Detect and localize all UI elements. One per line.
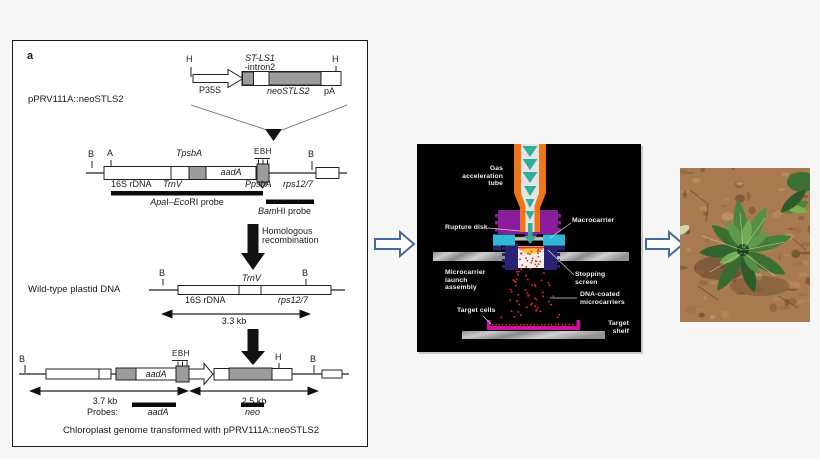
macrocarrier-holder-left xyxy=(493,234,515,246)
fragment-3-3kb: 3.3 kb xyxy=(221,316,247,326)
tobacco-seedling-image xyxy=(674,164,817,322)
plasmid-name: pPRV111A::neoSTLS2 xyxy=(28,94,124,105)
pa-label: pA xyxy=(324,86,336,96)
label-macrocarrier: Macrocarrier xyxy=(572,217,615,224)
probe-aada-label: aadA xyxy=(147,407,169,417)
site-h-left: H xyxy=(186,54,193,64)
site-h: H xyxy=(275,352,282,362)
label-target-shelf: Target shelf xyxy=(608,320,629,335)
panel-tag: a xyxy=(27,50,34,62)
rps-label: rps12/7 xyxy=(283,179,314,189)
rps-label: rps12/7 xyxy=(278,295,309,305)
site-b: B xyxy=(19,354,26,364)
rrna-label: 16S rDNA xyxy=(185,295,226,305)
plasmid-map-panel: a H ST-LS1 -intron2 H P35S neoSTLS2 pA p… xyxy=(12,40,368,447)
launch-body-right xyxy=(544,244,557,270)
rrna-label: 16S rDNA xyxy=(111,179,152,189)
target-shelf-graphic xyxy=(462,331,605,339)
trnv-label: TrnV xyxy=(242,273,261,283)
wild-type-label: Wild-type plastid DNA xyxy=(28,284,121,295)
label-gas-acceleration-tube: Gas acceleration tube xyxy=(462,165,503,188)
site-b: B xyxy=(88,149,95,159)
site-b: B xyxy=(159,268,166,278)
right-shelf xyxy=(557,252,629,261)
label-rupture-disk: Rupture disk xyxy=(445,224,488,231)
aada-gene: aadA xyxy=(145,369,167,379)
probes-label: Probes: xyxy=(87,407,119,417)
neighbor-plant xyxy=(777,172,817,217)
fragment-2-5kb: 2.5 kb xyxy=(241,396,267,406)
trnv-label: TrnV xyxy=(163,179,182,189)
tpsba-label: TpsbA xyxy=(176,148,203,158)
label-target-cells: Target cells xyxy=(457,307,496,314)
site-b: B xyxy=(302,268,309,278)
left-shelf xyxy=(433,252,505,261)
flow-arrow-right-1 xyxy=(374,230,416,258)
panel-caption: Chloroplast genome transformed with pPRV… xyxy=(62,425,320,436)
ebh-sites: EBH xyxy=(254,147,272,156)
site-b: B xyxy=(308,149,315,159)
dna-coated-microcarriers-spray xyxy=(492,248,574,326)
apa-ecori-probe-label: ApaI–EcoRI probe xyxy=(150,197,224,207)
target-dish xyxy=(487,320,580,330)
stopping-screen-graphic xyxy=(518,246,544,249)
label-stopping-screen: Stopping screen xyxy=(575,271,606,286)
bamhi-probe-label: BamHI probe xyxy=(258,206,312,216)
label-dna-coated-microcarriers: DNA-coated microcarriers xyxy=(580,291,625,306)
macrocarrier-holder-right xyxy=(543,234,565,246)
flow-arrow-right-2 xyxy=(645,230,685,258)
tobacco-plant xyxy=(698,199,794,295)
aada-gene: aadA xyxy=(220,167,242,177)
plant-photo xyxy=(674,164,817,322)
probe-neo-label: neo xyxy=(244,407,261,417)
ebh-sites: EBH xyxy=(172,349,190,358)
launch-body-left xyxy=(505,244,518,270)
ppsba-label: PpsbA xyxy=(245,179,272,189)
plasmid-map-graphics xyxy=(19,66,349,407)
label-microcarrier-launch-assembly: Microcarrier launch assembly xyxy=(445,269,486,292)
pointer-lines xyxy=(482,222,577,325)
site-h-right: H xyxy=(332,54,339,64)
gene-gun-panel: Gas acceleration tube Rupture disk Macro… xyxy=(417,144,641,352)
gene-gun-graphics xyxy=(433,144,629,339)
stls1-label: ST-LS1 xyxy=(245,53,275,63)
site-a: A xyxy=(107,148,114,158)
site-b: B xyxy=(310,354,317,364)
helium-flow-arrows xyxy=(522,146,538,244)
neostls2-label: neoSTLS2 xyxy=(267,86,310,96)
recombination-label: Homologous recombination xyxy=(262,226,319,246)
intron2-label: -intron2 xyxy=(244,62,276,72)
fragment-3-7kb: 3.7 kb xyxy=(92,396,118,406)
p35s-label: P35S xyxy=(199,85,222,95)
